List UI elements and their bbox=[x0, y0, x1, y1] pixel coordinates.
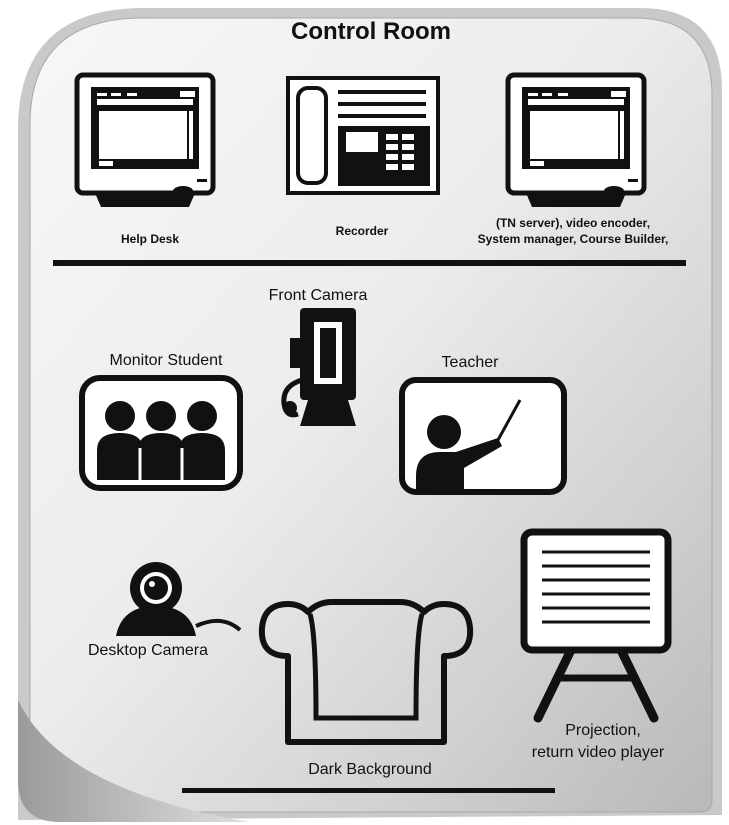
diagram-title: Control Room bbox=[291, 18, 451, 45]
front-camera-label: Front Camera bbox=[268, 287, 368, 304]
bottom-divider bbox=[182, 788, 555, 793]
armchair-icon bbox=[258, 599, 474, 745]
recorder-icon bbox=[286, 76, 440, 195]
monitor-student-label: Monitor Student bbox=[109, 352, 223, 369]
recorder-label: Recorder bbox=[335, 224, 389, 238]
help-desk-monitor-icon bbox=[74, 72, 216, 207]
teacher-board-icon bbox=[399, 377, 567, 495]
desktop-camera-label: Desktop Camera bbox=[87, 642, 209, 659]
monitor-students-icon bbox=[79, 375, 243, 491]
projection-label-line2: return video player bbox=[531, 744, 665, 761]
front-camera-icon bbox=[281, 308, 356, 426]
projection-label-line1: Projection, bbox=[565, 722, 641, 739]
dark-background-label: Dark Background bbox=[308, 761, 432, 778]
projection-easel-icon bbox=[520, 528, 672, 723]
help-desk-label: Help Desk bbox=[120, 232, 180, 246]
teacher-label: Teacher bbox=[441, 354, 499, 371]
server-label-line2: System manager, Course Builder, bbox=[477, 232, 669, 246]
server-monitor-icon bbox=[505, 72, 647, 207]
server-label-line1: (TN server), video encoder, bbox=[495, 216, 651, 230]
control-room-divider bbox=[53, 260, 686, 266]
desktop-camera-icon bbox=[116, 562, 242, 636]
